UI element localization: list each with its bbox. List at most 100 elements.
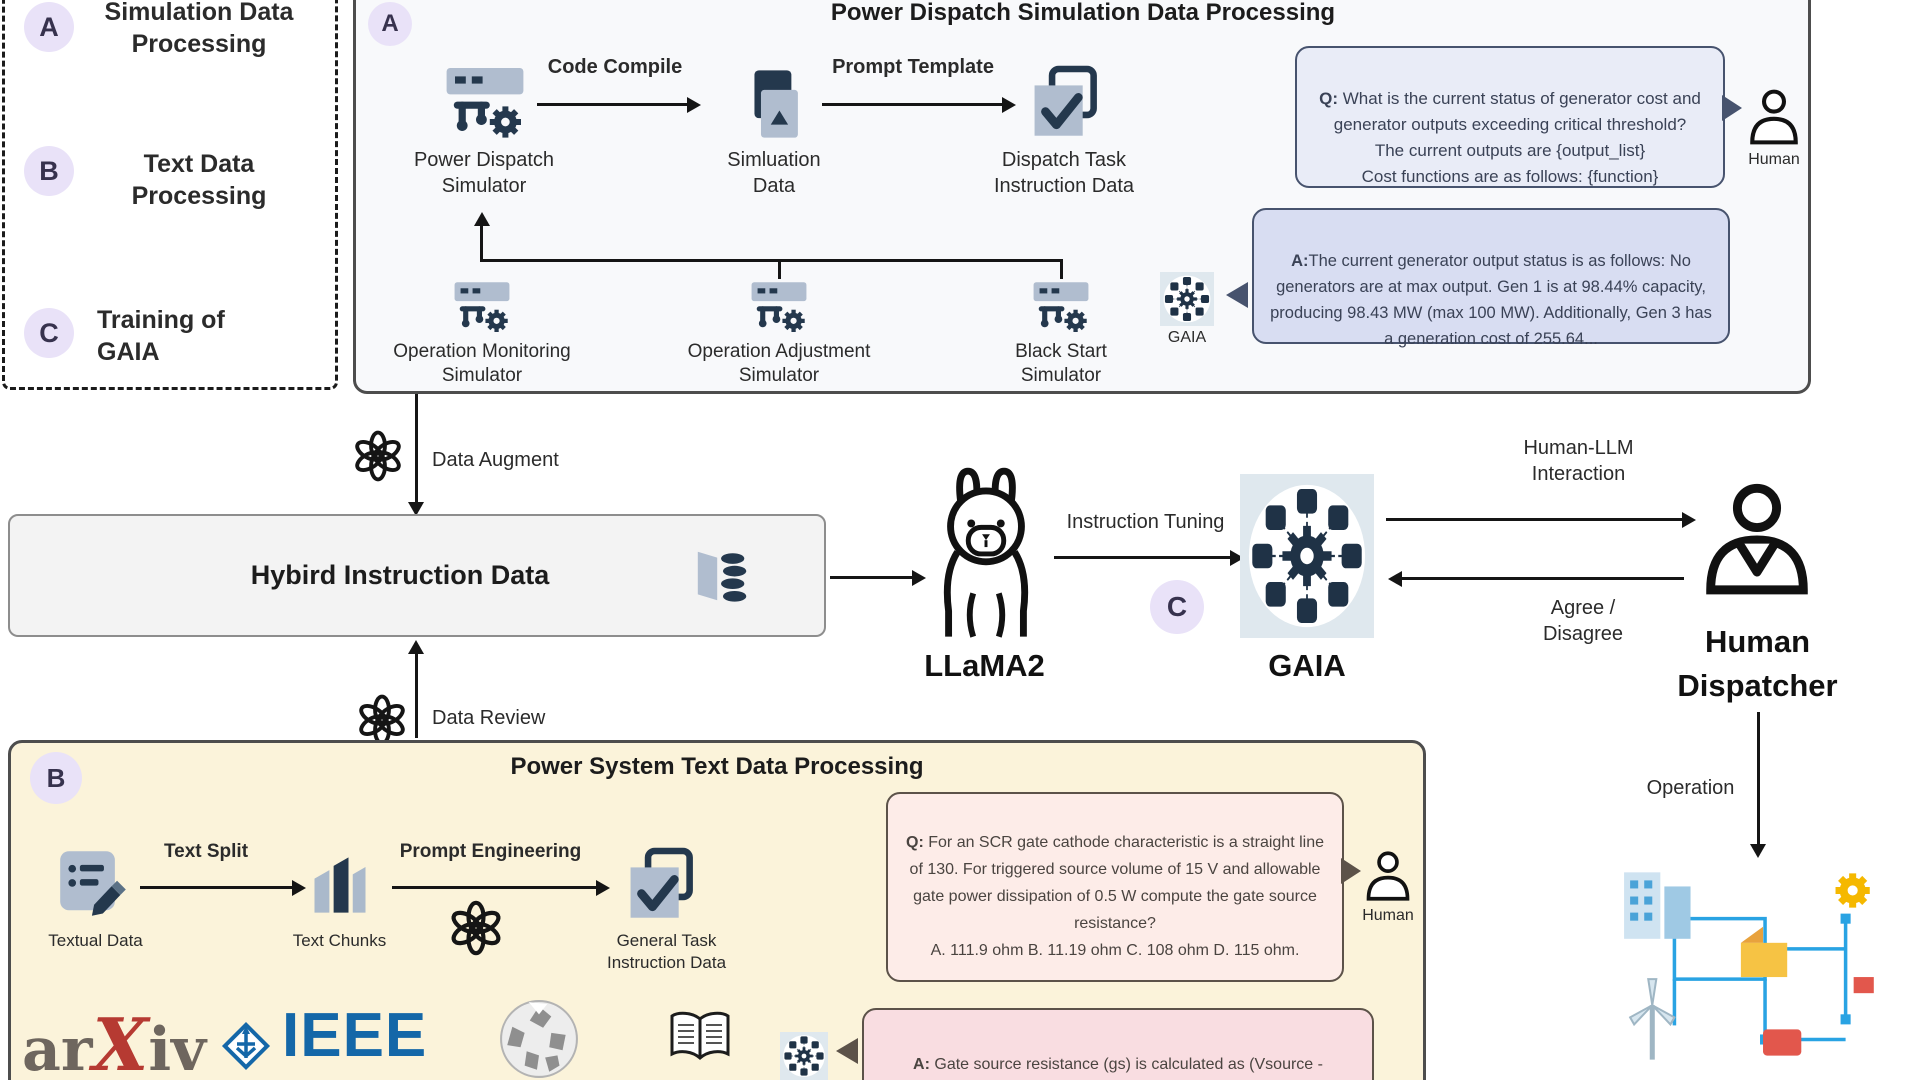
simulation-data-icon — [754, 70, 798, 138]
llama2-icon — [922, 460, 1050, 644]
human-dispatcher-icon — [1700, 472, 1814, 608]
textual-data-icon — [60, 851, 126, 916]
q-text: What is the current status of generator … — [1333, 89, 1701, 186]
panel-b-question-bubble: Q: For an SCR gate cathode characteristi… — [886, 792, 1344, 982]
human-icon-panel-b — [1366, 851, 1410, 901]
gaia-small-icon-panel-b — [780, 1032, 828, 1080]
arxiv-x: X — [92, 1002, 149, 1080]
a-prefix: A: — [1291, 252, 1309, 270]
simulation-data-label: Simluation Data — [727, 149, 821, 197]
ieee-diamond-icon — [220, 1020, 272, 1072]
data-review-arrowhead — [408, 640, 424, 654]
arxiv-ar: ar — [22, 1015, 93, 1080]
ieee-logo-text: IEEE — [282, 1001, 428, 1070]
prompt-engineering-arrow — [392, 886, 598, 889]
gaia-small-label: GAIA — [1167, 329, 1207, 346]
hybrid-instruction-data-box — [8, 514, 826, 637]
panel-a-title: Power Dispatch Simulation Data Processin… — [830, 0, 1336, 26]
operation-adjustment-simulator-label: Operation Adjustment Simulator — [687, 341, 871, 387]
gaia-small-icon — [1160, 272, 1214, 326]
feedback-line-up — [480, 224, 483, 262]
ab-prefix: A: — [913, 1056, 930, 1073]
prompt-engineering-label: Prompt Engineering — [399, 841, 582, 862]
data-review-line — [415, 650, 418, 738]
panel-b-badge: B — [30, 752, 82, 804]
gpt-icon-data-review — [356, 694, 408, 746]
operation-line — [1757, 712, 1760, 848]
panel-a-question-bubble: Q: What is the current status of generat… — [1295, 46, 1725, 188]
qb-text: For an SCR gate cathode characteristic i… — [909, 834, 1324, 959]
panel-b-q-pointer — [1341, 858, 1361, 884]
panel-b-title: Power System Text Data Processing — [510, 753, 924, 780]
instruction-tuning-label: Instruction Tuning — [1066, 511, 1225, 533]
prompt-template-arrowhead — [1002, 96, 1016, 113]
operation-monitoring-simulator-icon — [452, 280, 512, 336]
general-task-icon — [624, 846, 694, 926]
human-label-top: Human — [1748, 151, 1800, 168]
prompt-engineering-arrowhead — [596, 879, 610, 896]
panel-b-a-pointer — [836, 1038, 858, 1064]
code-compile-arrowhead — [687, 96, 701, 113]
dispatch-task-label: Dispatch Task Instruction Data — [993, 149, 1135, 197]
feedback-stub-right — [1060, 259, 1063, 279]
data-augment-line — [415, 394, 418, 506]
legend-label-text-data: Text Data Processing — [131, 150, 267, 210]
panel-b-answer-bubble: A: Gate source resistance (gs) is calcul… — [862, 1008, 1374, 1080]
black-start-simulator-icon — [1031, 280, 1091, 336]
human-dispatcher-label: Human Dispatcher — [1677, 624, 1838, 703]
feedback-line-horizontal — [480, 259, 1063, 262]
power-dispatch-simulator-label: Power Dispatch Simulator — [413, 149, 555, 197]
panel-a-answer-bubble: A:The current generator output status is… — [1252, 208, 1730, 348]
text-chunks-icon — [314, 857, 366, 913]
panel-a-a-pointer — [1226, 282, 1248, 308]
black-start-simulator-label: Black Start Simulator — [1015, 341, 1107, 387]
legend-badge-b: B — [24, 146, 74, 196]
legend-badge-a: A — [24, 2, 74, 52]
power-dispatch-simulator-icon — [443, 64, 527, 144]
agree-disagree-label: Agree / Disagree — [1542, 597, 1624, 645]
human-icon-top — [1745, 88, 1803, 146]
gaia-main-icon — [1240, 474, 1374, 638]
hybrid-to-llama-arrow — [830, 576, 914, 579]
data-augment-label: Data Augment — [432, 449, 559, 471]
text-split-label: Text Split — [163, 841, 249, 862]
wikipedia-globe-icon — [500, 1000, 578, 1078]
qb-prefix: Q: — [906, 834, 924, 851]
panel-a-q-pointer — [1722, 95, 1742, 121]
dispatch-task-icon — [1028, 64, 1098, 144]
feedback-arrowhead — [474, 212, 490, 226]
instruction-tuning-arrow — [1054, 556, 1232, 559]
a-text: The current generator output status is a… — [1270, 252, 1712, 348]
text-split-arrow — [140, 886, 294, 889]
text-chunks-label: Text Chunks — [292, 931, 387, 950]
text-split-arrowhead — [292, 879, 306, 896]
hybrid-instruction-data-label: Hybird Instruction Data — [250, 560, 550, 590]
textual-data-label: Textual Data — [48, 931, 143, 950]
arxiv-iv: iv — [148, 1015, 207, 1080]
legend-badge-c: C — [24, 308, 74, 358]
llama2-label: LLaMA2 — [924, 648, 1045, 683]
legend-label-simulation-data: Simulation Data Processing — [104, 0, 294, 58]
data-review-label: Data Review — [432, 707, 546, 729]
operation-label: Operation — [1646, 777, 1735, 799]
human-label-panel-b: Human — [1362, 907, 1414, 924]
operation-adjustment-simulator-icon — [749, 280, 809, 336]
data-augment-arrowhead — [408, 502, 424, 516]
operation-arrowhead — [1750, 844, 1766, 858]
c-step-badge: C — [1150, 580, 1204, 634]
general-task-label: General Task Instruction Data — [606, 931, 727, 972]
ab-text: Gate source resistance (gs) is calculate… — [934, 1056, 1323, 1073]
human-to-gaia-arrowhead — [1388, 570, 1402, 587]
feedback-stub-middle — [778, 259, 781, 279]
human-llm-interaction-label: Human-LLM Interaction — [1523, 437, 1634, 485]
prompt-template-label: Prompt Template — [832, 56, 994, 78]
hybrid-to-llama-arrowhead — [912, 569, 926, 586]
code-compile-label: Code Compile — [547, 56, 683, 78]
open-book-icon — [670, 1011, 730, 1060]
panel-a-badge: A — [368, 2, 412, 46]
legend-box — [2, 0, 338, 390]
code-compile-arrow — [537, 103, 689, 106]
q-prefix: Q: — [1319, 89, 1339, 108]
prompt-template-arrow — [822, 103, 1004, 106]
